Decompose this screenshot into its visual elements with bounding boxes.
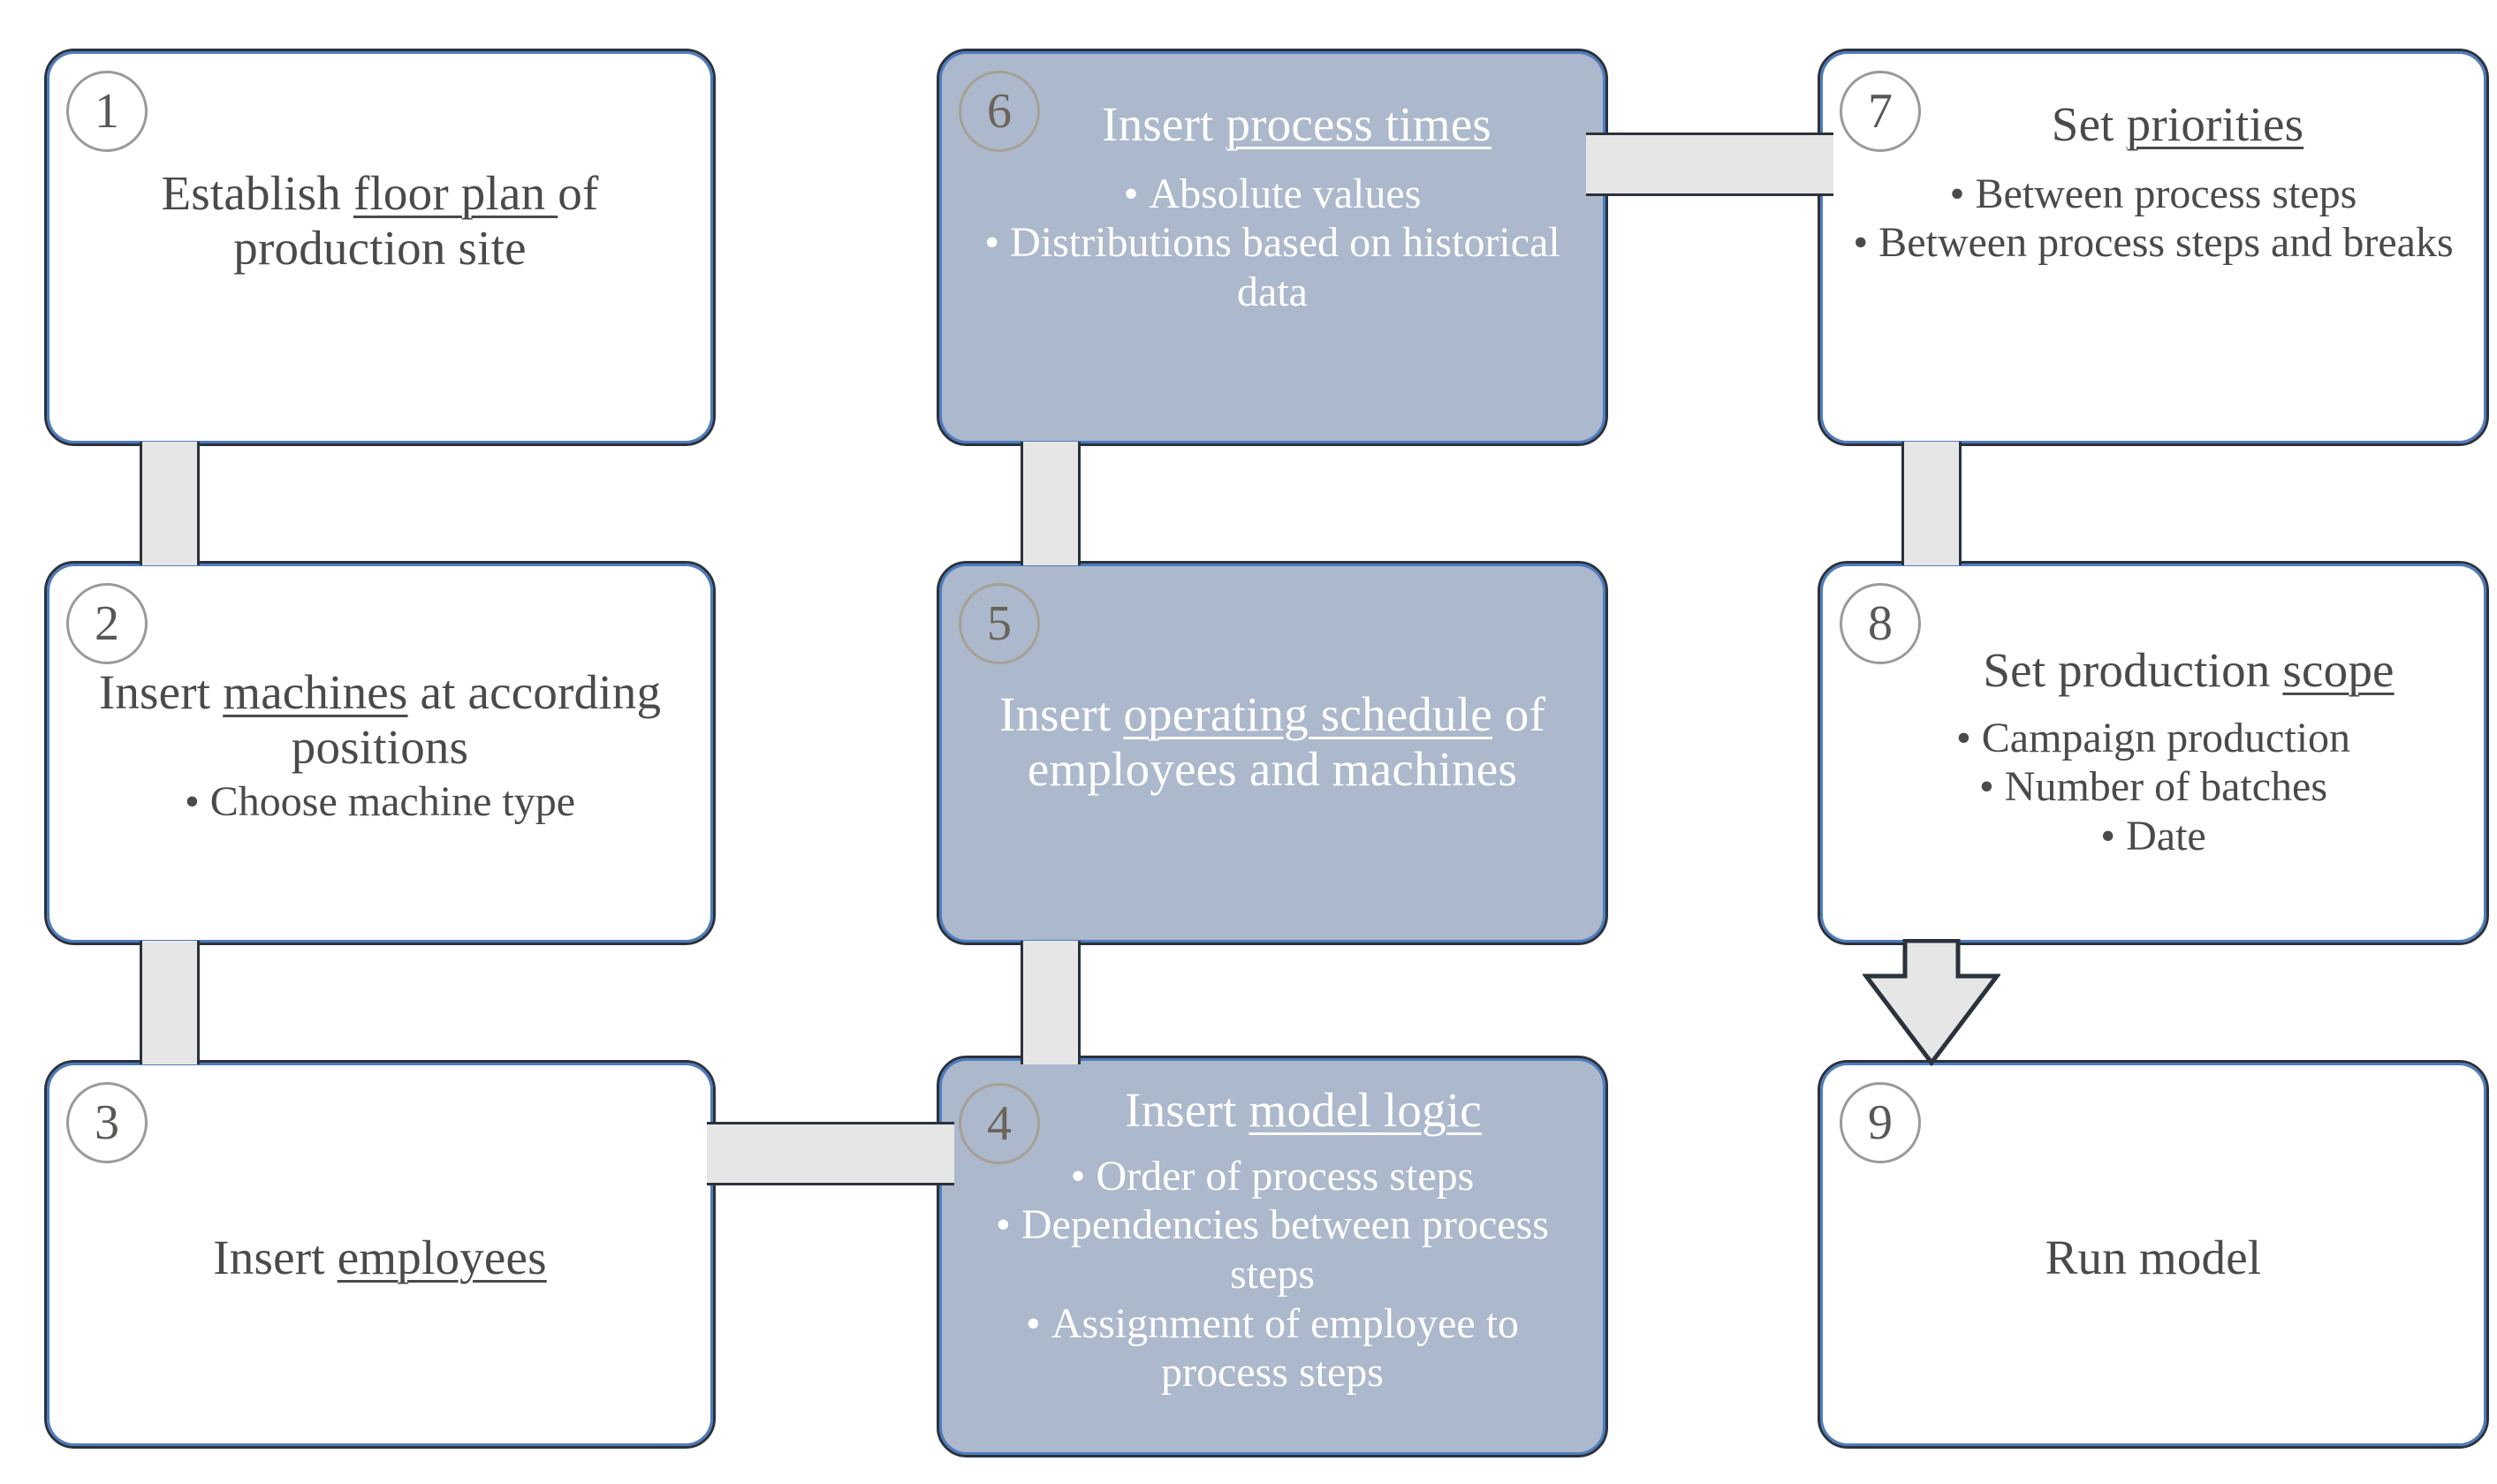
node-step-4-bullets: Order of process steps Dependencies betw…: [959, 1152, 1586, 1397]
bullet-item: Order of process steps: [959, 1152, 1586, 1201]
node-step-5[interactable]: 5 Insert operating schedule of employees…: [937, 561, 1608, 945]
bullet-item: Campaign production: [1840, 714, 2467, 763]
node-step-8[interactable]: 8 Set production scope Campaign producti…: [1818, 561, 2489, 945]
connector-step-1-to-step-2: [140, 442, 200, 565]
step-number-badge-7: 7: [1840, 71, 1921, 152]
bullet-item: Date: [1840, 812, 2467, 861]
node-step-9-body: Run model: [1820, 1230, 2486, 1289]
node-step-2[interactable]: 2 Insert machines at according positions…: [44, 561, 716, 945]
node-step-1-title: Establish floor plan of production site: [161, 166, 599, 275]
node-step-3-body: Insert employees: [47, 1230, 713, 1289]
node-step-4-title: Insert model logic: [1125, 1083, 1482, 1137]
step-number-badge-9: 9: [1840, 1082, 1921, 1163]
node-step-6-bullets: Absolute values Distributions based on h…: [959, 170, 1586, 317]
node-step-3-title: Insert employees: [213, 1230, 547, 1284]
step-number-badge-8: 8: [1840, 583, 1921, 664]
bullet-item: Absolute values: [959, 170, 1586, 219]
node-step-6-title: Insert process times: [1102, 97, 1491, 151]
node-step-2-body: Insert machines at according positions C…: [47, 665, 713, 827]
step-number-badge-2: 2: [66, 583, 148, 664]
node-step-8-body: Set production scope Campaign production…: [1820, 643, 2486, 861]
node-step-3[interactable]: 3 Insert employees: [44, 1060, 716, 1449]
node-step-7-bullets: Between process steps Between process st…: [1840, 170, 2467, 268]
node-step-7-title: Set priorities: [2051, 97, 2304, 151]
node-step-5-title: Insert operating schedule of employees a…: [998, 687, 1546, 796]
node-step-6-body: Insert process times Absolute values Dis…: [939, 97, 1605, 317]
node-step-2-bullets: Choose machine type: [66, 777, 694, 827]
connector-step-6-to-step-7: [1586, 132, 1833, 196]
step-number-badge-1: 1: [66, 71, 148, 152]
bullet-item: Dependencies between process steps: [959, 1200, 1586, 1298]
bullet-item: Distributions based on historical data: [959, 218, 1586, 316]
connector-step-3-to-step-4: [707, 1122, 954, 1185]
node-step-1-body: Establish floor plan of production site: [47, 166, 713, 278]
node-step-2-title: Insert machines at according positions: [98, 665, 662, 774]
connector-step-7-to-step-8: [1901, 442, 1962, 565]
node-step-8-title: Set production scope: [1983, 643, 2395, 697]
connector-step-4-to-step-5: [1021, 941, 1081, 1064]
bullet-item: Between process steps and breaks: [1840, 218, 2467, 268]
step-number-badge-4: 4: [959, 1083, 1040, 1164]
node-step-6[interactable]: 6 Insert process times Absolute values D…: [937, 49, 1608, 446]
bullet-item: Between process steps: [1840, 170, 2467, 219]
bullet-item: Assignment of employee to process steps: [959, 1299, 1586, 1397]
node-step-5-body: Insert operating schedule of employees a…: [939, 687, 1605, 799]
step-number-badge-3: 3: [66, 1082, 148, 1163]
connector-step-8-to-step-9-arrow: [1861, 938, 2002, 1067]
node-step-7-body: Set priorities Between process steps Bet…: [1820, 97, 2486, 268]
node-step-9-title: Run model: [2045, 1230, 2262, 1284]
node-step-9[interactable]: 9 Run model: [1818, 1060, 2489, 1449]
node-step-4-body: Insert model logic Order of process step…: [939, 1083, 1605, 1397]
connector-step-2-to-step-3: [140, 941, 200, 1064]
node-step-1[interactable]: 1 Establish floor plan of production sit…: [44, 49, 716, 446]
arrow-down-icon: [1861, 938, 2002, 1067]
node-step-7[interactable]: 7 Set priorities Between process steps B…: [1818, 49, 2489, 446]
bullet-item: Number of batches: [1840, 762, 2467, 812]
step-number-badge-5: 5: [959, 583, 1040, 664]
node-step-4[interactable]: 4 Insert model logic Order of process st…: [937, 1056, 1608, 1458]
step-number-badge-6: 6: [959, 71, 1040, 152]
node-step-8-bullets: Campaign production Number of batches Da…: [1840, 714, 2467, 861]
connector-step-5-to-step-6: [1021, 442, 1081, 565]
bullet-item: Choose machine type: [66, 777, 694, 827]
